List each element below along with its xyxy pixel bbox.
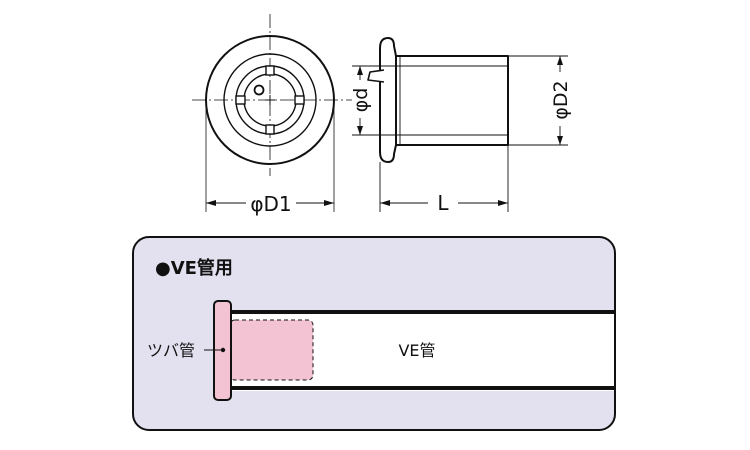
top-slot	[265, 65, 275, 76]
flange-pipe-label: ツバ管	[147, 341, 195, 360]
pipe-outer-circle	[223, 53, 317, 147]
small-hole	[253, 84, 265, 96]
d-label: φd	[350, 88, 372, 113]
front-view	[192, 14, 352, 212]
side-pipe-body	[395, 55, 509, 146]
bottom-slot	[265, 124, 275, 135]
side-flange	[379, 37, 397, 163]
ve-pipe-label: VE管	[398, 341, 435, 360]
d1-arrow-left	[206, 200, 216, 206]
flange-pipe-body	[229, 319, 314, 381]
usage-panel-heading: ●VE管用	[155, 257, 233, 279]
d1-arrow-right	[324, 200, 334, 206]
flange-pipe-leader-dot	[220, 347, 226, 353]
side-flange-hook	[367, 69, 385, 83]
side-view-dimensions	[352, 55, 568, 212]
l-label: L	[437, 191, 449, 215]
d1-label: φD1	[250, 192, 291, 216]
right-slot	[294, 95, 305, 105]
left-slot	[235, 95, 246, 105]
d2-label: φD2	[550, 80, 572, 119]
side-view	[367, 37, 509, 163]
